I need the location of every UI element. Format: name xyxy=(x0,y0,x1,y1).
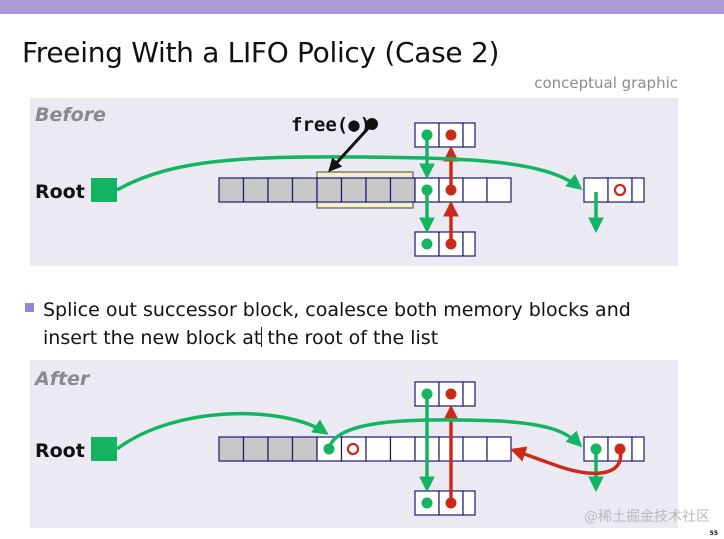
allocated-cell xyxy=(291,177,318,203)
bullet-icon xyxy=(25,303,34,312)
bullet-line-1: Splice out successor block, coalesce bot… xyxy=(43,299,631,321)
prev-pointer-dot xyxy=(445,388,457,400)
null-prev-pointer xyxy=(346,442,360,456)
freed-cell xyxy=(340,177,367,203)
root-node xyxy=(91,437,117,461)
freed-cell xyxy=(365,177,392,203)
before-label: Before xyxy=(35,104,106,126)
after-diagram xyxy=(91,381,645,516)
watermark: @稀土掘金技术社区 xyxy=(584,509,710,525)
allocated-cell xyxy=(242,177,269,203)
successor-cell xyxy=(486,177,512,203)
coalesced-cell xyxy=(365,436,392,462)
after-label: After xyxy=(35,368,90,390)
coalesced-cell xyxy=(462,436,488,462)
allocated-cell xyxy=(267,436,294,462)
next-pointer-dot xyxy=(421,497,433,509)
text-cursor xyxy=(261,327,262,347)
slide-title: Freeing With a LIFO Policy (Case 2) xyxy=(22,36,500,69)
freed-cell xyxy=(389,177,416,203)
heap-blocks xyxy=(218,171,512,209)
page-number: 55 xyxy=(709,530,718,537)
before-diagram xyxy=(91,118,645,257)
root-pointer-arrow xyxy=(116,155,583,192)
null-prev-pointer xyxy=(613,183,627,197)
allocated-cell xyxy=(218,436,245,462)
allocated-cell xyxy=(242,436,269,462)
successor-cell xyxy=(462,177,488,203)
freed-cell xyxy=(316,177,343,203)
new-block-next-arrow xyxy=(327,418,583,450)
next-pointer-dot xyxy=(421,238,433,250)
coalesced-cell xyxy=(486,436,512,462)
prev-pointer-arrow xyxy=(510,446,623,476)
slide-subtitle: conceptual graphic xyxy=(534,74,678,92)
prev-pointer-dot xyxy=(445,129,457,141)
coalesced-cell xyxy=(389,436,416,462)
before-root-label: Root xyxy=(35,181,85,203)
allocated-cell xyxy=(291,436,318,462)
after-root-label: Root xyxy=(35,440,85,462)
heap-blocks xyxy=(218,436,512,462)
root-node xyxy=(91,178,117,202)
bullet-line-2: insert the new block at the root of the … xyxy=(43,327,439,349)
bullet-text: Splice out successor block, coalesce bot… xyxy=(43,296,683,352)
free-pointer-arrow xyxy=(328,122,374,172)
allocated-cell xyxy=(267,177,294,203)
root-pointer-arrow xyxy=(115,411,329,451)
top-accent-bar xyxy=(0,0,724,14)
free-call-label: free(●) xyxy=(291,114,372,136)
allocated-cell xyxy=(218,177,245,203)
